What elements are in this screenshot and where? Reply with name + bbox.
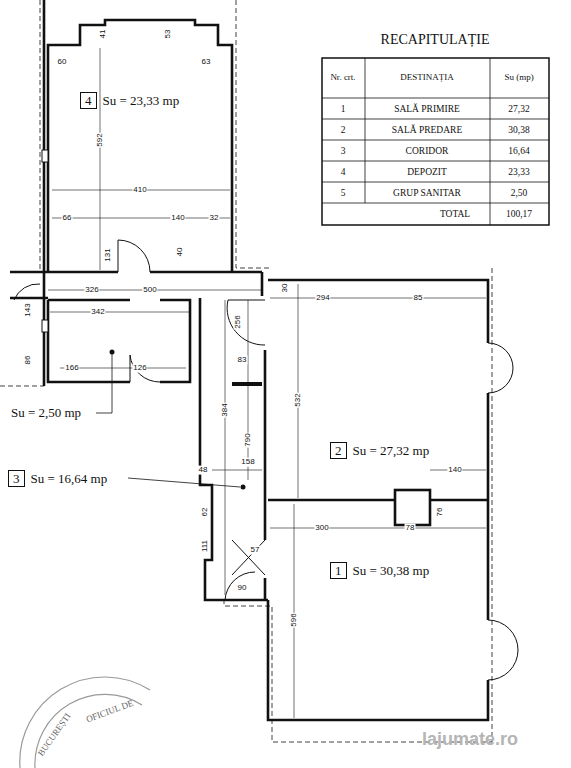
table-cell: SALĂ PREDARE <box>392 124 462 134</box>
dimension-label: 40 <box>176 247 185 258</box>
room-label: 1 Su = 30,38 mp <box>330 562 429 579</box>
dimension-label: 790 <box>244 432 253 447</box>
room-number: 4 <box>80 92 97 109</box>
dimension-label: 131 <box>104 247 113 262</box>
table-cell: 2,50 <box>511 187 528 197</box>
room-number: 1 <box>330 562 347 579</box>
dimension-label: 140 <box>170 214 185 223</box>
table-title: RECAPITULAȚIE <box>381 32 490 47</box>
table-header: DESTINAȚIA <box>400 73 454 83</box>
table-cell: DEPOZIT <box>407 166 447 176</box>
room-area: Su = 30,38 mp <box>353 563 430 579</box>
table-cell: 30,38 <box>508 124 529 134</box>
dimension-label: 126 <box>132 364 147 373</box>
dimension-label: 384 <box>221 402 230 417</box>
table-cell: 27,32 <box>508 103 529 113</box>
dimension-label: 78 <box>405 524 416 533</box>
dimension-label: 342 <box>90 308 105 317</box>
stamp-text: OFICIUL DE <box>85 699 135 725</box>
room-area: Su = 2,50 mp <box>11 406 81 420</box>
room-label: 2 Su = 27,32 mp <box>330 442 429 459</box>
table-cell: 16,64 <box>508 145 529 155</box>
room-number: 2 <box>330 442 347 459</box>
dimension-label: 41 <box>99 29 108 40</box>
dimension-label: 143 <box>24 302 33 317</box>
dimension-label: 140 <box>447 466 462 475</box>
table-cell: 23,33 <box>508 166 529 176</box>
dimension-label: 63 <box>201 58 212 67</box>
dimension-label: 85 <box>413 294 424 303</box>
dimension-label: 256 <box>234 314 243 329</box>
dimension-label: 32 <box>209 214 220 223</box>
table-header: Nr. crt. <box>323 73 363 83</box>
dimension-label: 66 <box>62 214 73 223</box>
dimension-label: 86 <box>24 355 33 366</box>
dimension-label: 294 <box>315 294 330 303</box>
dimension-label: 57 <box>250 546 261 555</box>
table-cell: GRUP SANITAR <box>393 187 461 197</box>
dimension-label: 158 <box>240 458 255 467</box>
dimension-label: 410 <box>132 186 147 195</box>
table-cell: SALĂ PRIMIRE <box>394 103 460 113</box>
room-area: Su = 23,33 mp <box>103 93 180 109</box>
dimension-label: 83 <box>237 356 248 365</box>
dimension-label: 300 <box>314 524 329 533</box>
dimension-label: 326 <box>84 286 99 295</box>
table-cell: TOTAL <box>440 209 470 219</box>
dimension-label: 53 <box>164 29 173 40</box>
table-cell: 100,17 <box>506 209 532 219</box>
dimension-label: 500 <box>142 286 157 295</box>
room-area: Su = 27,32 mp <box>353 443 430 459</box>
dimension-label: 111 <box>201 539 210 553</box>
room-label: 3 Su = 16,64 mp <box>8 470 107 487</box>
dimension-label: 596 <box>290 612 299 627</box>
dimension-label: 30 <box>281 283 290 294</box>
table-cell: 1 <box>341 103 346 113</box>
room-number: 3 <box>8 470 25 487</box>
table-cell: CORIDOR <box>406 145 449 155</box>
table-cell: 3 <box>341 145 346 155</box>
room-area: Su = 16,64 mp <box>31 471 108 487</box>
dimension-label: 90 <box>237 584 248 593</box>
dimension-label: 76 <box>436 507 445 518</box>
watermark: lajumate.ro <box>422 730 518 750</box>
dimension-label: 62 <box>201 507 210 518</box>
dimension-label: 592 <box>96 132 105 147</box>
table-cell: 2 <box>341 124 346 134</box>
room-label: 4 Su = 23,33 mp <box>80 92 179 109</box>
table-cell: 4 <box>341 166 346 176</box>
table-header: Su (mp) <box>499 73 539 83</box>
dimension-label: 532 <box>294 392 303 407</box>
stamp-text: BUCUREȘTI <box>37 712 74 759</box>
dimension-label: 60 <box>57 58 68 67</box>
table-cell: 5 <box>341 187 346 197</box>
dimension-label: 166 <box>64 364 79 373</box>
dimension-label: 48 <box>198 466 209 475</box>
